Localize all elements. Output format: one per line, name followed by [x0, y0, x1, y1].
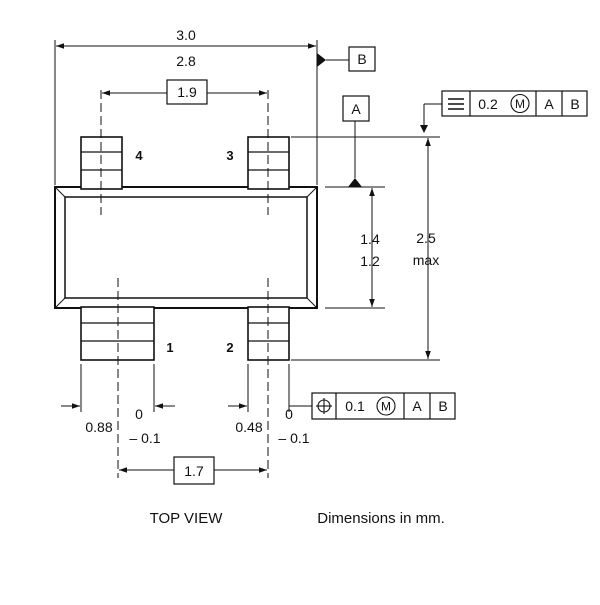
center-lines [100, 90, 269, 478]
mmc-circle-icon [510, 93, 530, 114]
datum-b-label: B [357, 51, 366, 67]
view-caption: TOP VIEW [150, 510, 224, 527]
pin-2-label: 2 [226, 340, 233, 355]
pin2-tol-lower: – 0.1 [278, 430, 309, 446]
parallelism-datum1: A [544, 96, 554, 112]
body-width-min: 1.2 [360, 253, 380, 269]
pin1-tol-lower: – 0.1 [129, 430, 160, 446]
pitch-inner-label: 1.7 [184, 463, 204, 479]
pin2-tol-upper: 0 [285, 406, 293, 422]
pin1-tol-upper: 0 [135, 406, 143, 422]
units-caption: Dimensions in mm. [317, 510, 445, 527]
datum-a-triangle [348, 178, 362, 187]
pin1-width-label: 0.88 [85, 419, 112, 435]
overall-height-value: 2.5 [416, 230, 436, 246]
parallelism-control-frame: 0.2 M A B [441, 90, 588, 117]
pin-4-label: 4 [135, 148, 143, 163]
parallelism-modifier: M [515, 97, 525, 111]
overall-width-max: 3.0 [176, 27, 196, 43]
package-body [54, 186, 318, 309]
position-modifier: M [381, 400, 391, 414]
overall-height-suffix: max [413, 252, 439, 268]
parallelism-value: 0.2 [478, 96, 498, 112]
parallelism-datum2: B [570, 96, 579, 112]
overall-width-min: 2.8 [176, 53, 196, 69]
position-icon [316, 398, 332, 414]
parallelism-icon [448, 98, 464, 110]
body-width-max: 1.4 [360, 231, 380, 247]
mmc-circle-icon [376, 396, 396, 416]
pitch-outer-label: 1.9 [177, 84, 197, 100]
pin-1-label: 1 [166, 340, 173, 355]
position-value: 0.1 [345, 398, 365, 414]
position-datum1: A [412, 398, 422, 414]
datum-b-triangle [317, 53, 326, 67]
position-control-frame: 0.1 M A B [311, 392, 456, 420]
pin2-width-label: 0.48 [235, 419, 262, 435]
pin-3-label: 3 [226, 148, 233, 163]
datum-a-label: A [351, 101, 361, 117]
position-datum2: B [438, 398, 447, 414]
